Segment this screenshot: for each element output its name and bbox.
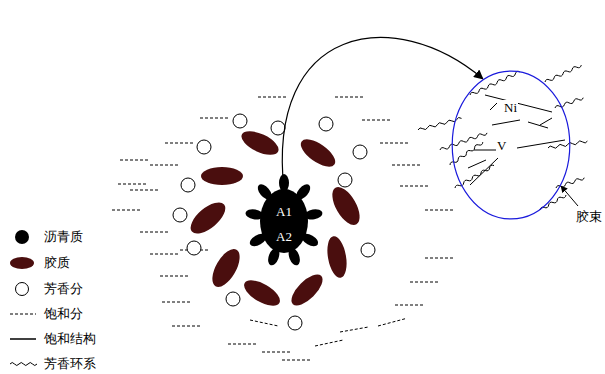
fraction-label: A1 [264,204,304,219]
callout-label: 胶束 [576,208,602,226]
legend-sample [10,314,36,315]
legend-text: 胶质 [44,254,70,272]
legend-text: 饱和结构 [44,330,96,348]
legend-text: 饱和分 [44,305,83,323]
node-outline [451,70,571,220]
legend-sample [10,363,37,366]
legend-text: 芳香分 [44,280,83,298]
asphaltene-core: A1A2 [264,194,304,250]
legend-text: 沥青质 [44,228,83,246]
legend-sample [10,338,36,340]
legend-sample [16,283,29,296]
zoom-arrow [282,38,483,190]
metal-label: Ni [503,100,518,115]
fraction-label: A2 [264,229,304,244]
legend-sample [10,257,34,269]
micelle-ellipse: NiV [451,70,571,220]
metal-label: V [496,138,507,153]
legend-text: 芳香环系 [44,355,96,373]
legend-sample [15,230,29,244]
